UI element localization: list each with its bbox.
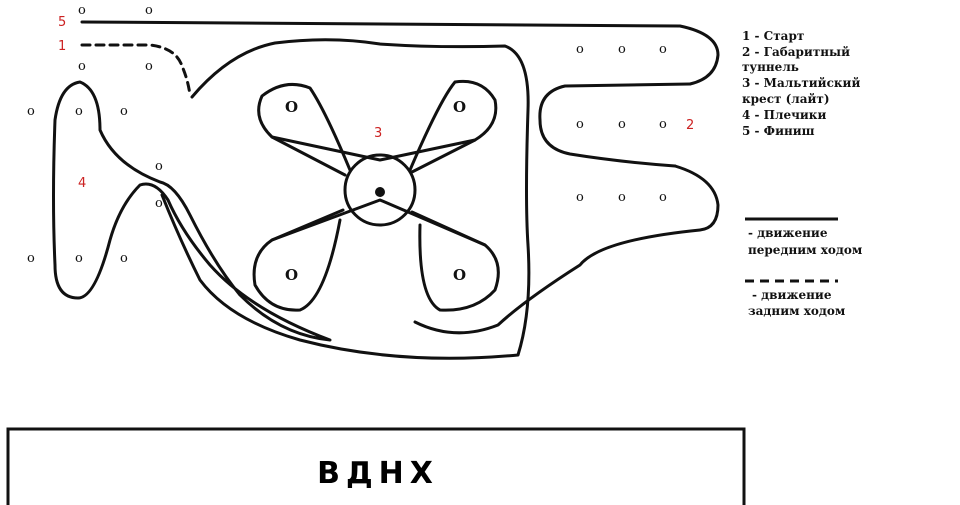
cross-marker-top-right: O [453, 98, 466, 116]
legend-item-1: 1 - Старт [742, 29, 804, 43]
number-5: 5 [58, 15, 66, 30]
legend-solid-text-2: передним ходом [748, 243, 863, 257]
main-loop-path [160, 38, 531, 360]
legend-dashed-text-2: задним ходом [748, 304, 846, 318]
vdnh-block: ВДНХ [6, 427, 746, 505]
legend-item-3-line-2: крест (лайт) [742, 92, 830, 106]
cone-marker: o [27, 104, 35, 119]
cross-line-a [270, 198, 487, 247]
tunnel-lower-path [413, 164, 720, 335]
shoulders-path [52, 80, 332, 342]
cone-marker: o [659, 190, 667, 205]
cone-marker: o [576, 42, 584, 57]
legend-item-2-line-1: 2 - Габаритный [742, 45, 850, 59]
legend-dashed-text-1: - движение [752, 288, 832, 302]
number-1: 1 [58, 39, 66, 54]
cross-petal-top-right [408, 79, 498, 174]
cone-marker: o [155, 196, 163, 211]
cross-center-circle [343, 153, 417, 227]
cone-marker: o [27, 251, 35, 266]
legend-item-2-line-2: туннель [742, 60, 799, 74]
cone-marker: o [120, 251, 128, 266]
cone-marker: o [576, 117, 584, 132]
course-paths [52, 20, 720, 360]
cone-marker: o [618, 117, 626, 132]
cross-petal-top-left [257, 82, 352, 177]
vdnh-border [6, 427, 746, 505]
cone-marker: o [618, 190, 626, 205]
legend-solid-text-1: - движение [748, 226, 828, 240]
cone-marker: o [155, 159, 163, 174]
cone-marker: o [659, 42, 667, 57]
cross-center-dot [375, 187, 385, 197]
cone-marker: o [145, 59, 153, 74]
cross-petal-bottom-left [252, 208, 345, 312]
start-reverse-path [80, 43, 192, 97]
cross-marker-bottom-left: O [285, 266, 298, 284]
legend-item-5: 5 - Финиш [742, 124, 815, 138]
cone-markers: o o o o o o o o o o o o o o o o o o o o … [27, 3, 667, 266]
tunnel-upper-path [538, 82, 692, 168]
cone-marker: o [78, 59, 86, 74]
cross-marker-bottom-right: O [453, 266, 466, 284]
legend-item-4: 4 - Плечики [742, 108, 826, 122]
cone-marker: o [75, 104, 83, 119]
cross-petal-bottom-right [410, 210, 500, 312]
cone-marker: o [659, 117, 667, 132]
legend: 1 - Старт 2 - Габаритный туннель 3 - Мал… [742, 29, 863, 318]
number-2: 2 [686, 118, 694, 133]
cross-markers: O O O O [285, 98, 466, 284]
cross-line-b [270, 135, 477, 162]
cone-marker: o [78, 3, 86, 18]
finish-path [80, 20, 720, 86]
cross-marker-top-left: O [285, 98, 298, 116]
vdnh-title: ВДНХ [317, 456, 439, 491]
cone-marker: o [120, 104, 128, 119]
cone-marker: o [576, 190, 584, 205]
cone-marker: o [145, 3, 153, 18]
element-numbers: 5 1 3 2 4 [58, 15, 694, 191]
cone-marker: o [618, 42, 626, 57]
number-4: 4 [78, 176, 86, 191]
number-3: 3 [374, 126, 382, 141]
cone-marker: o [75, 251, 83, 266]
legend-item-3-line-1: 3 - Мальтийский [742, 76, 860, 90]
